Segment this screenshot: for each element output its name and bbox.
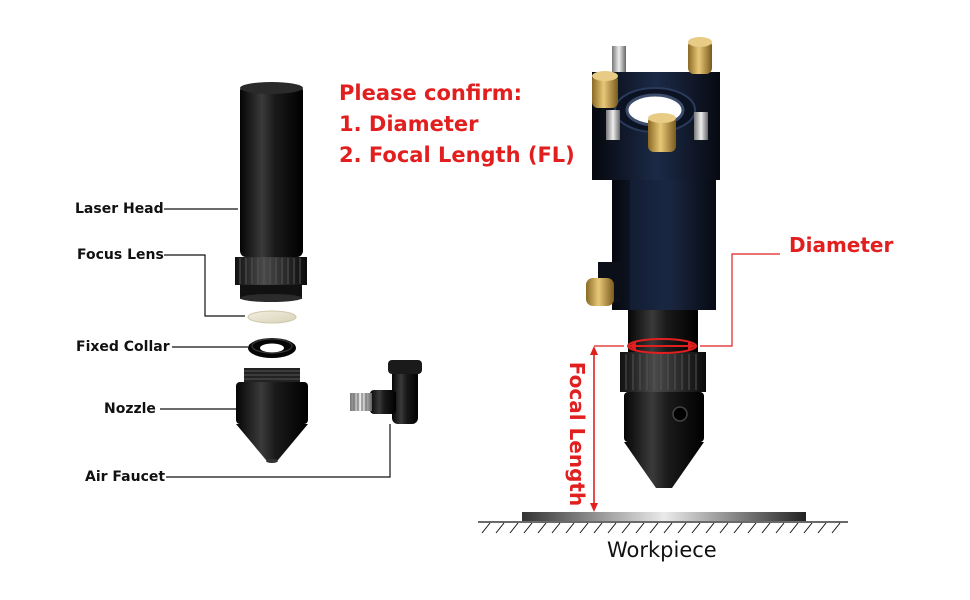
laser-head-tube: [235, 82, 307, 302]
confirm-item-diameter: 1. Diameter: [339, 112, 479, 136]
air-faucet-fitting: [350, 360, 422, 424]
focal-length-indicator: [590, 345, 624, 512]
confirm-heading: Please confirm:: [339, 81, 523, 105]
confirm-item-focal-length: 2. Focal Length (FL): [339, 143, 575, 167]
label-air-faucet: Air Faucet: [85, 469, 166, 485]
nozzle-part: [236, 368, 308, 463]
diameter-label: Diameter: [789, 233, 894, 257]
diameter-indicator: [627, 253, 780, 354]
focal-length-label: Focal Length: [565, 362, 589, 506]
workpiece-plate: [478, 512, 848, 534]
label-nozzle: Nozzle: [104, 401, 156, 417]
focus-lens-disc: [247, 310, 297, 324]
fixed-collar-ring: [248, 338, 296, 358]
label-focus-lens: Focus Lens: [77, 247, 164, 263]
leader-lines: [160, 208, 391, 478]
assembled-laser-head: [586, 37, 720, 488]
label-laser-head: Laser Head: [75, 201, 164, 217]
label-fixed-collar: Fixed Collar: [76, 339, 170, 355]
workpiece-label: Workpiece: [607, 538, 717, 562]
